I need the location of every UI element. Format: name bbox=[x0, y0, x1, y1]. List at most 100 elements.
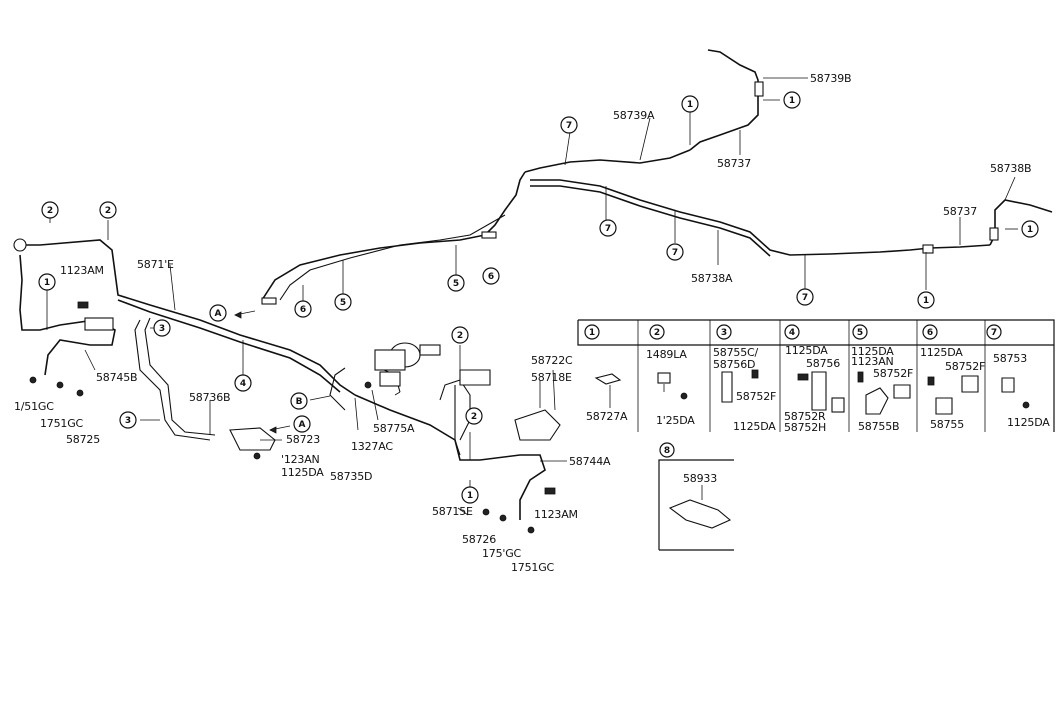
label-58736B: 58736B bbox=[189, 391, 230, 404]
col6-58752F-b: 58752F bbox=[945, 360, 985, 373]
col6-1125DA: 1125DA bbox=[920, 346, 963, 359]
col2-1489LA: 1489LA bbox=[646, 348, 687, 361]
col3-58756D: 58756D bbox=[713, 358, 755, 371]
marker-B: B bbox=[290, 392, 308, 410]
svg-text:2: 2 bbox=[105, 206, 111, 216]
svg-text:2: 2 bbox=[457, 331, 463, 341]
detail-table: 1 2 3 4 5 6 7 58727A 1489LA 1'25DA 58755… bbox=[577, 319, 1055, 434]
part-shapes bbox=[13, 81, 999, 534]
marker-3-b: 3 bbox=[119, 411, 137, 429]
label-1123AM-bottom: 1123AM bbox=[534, 508, 578, 521]
part-labels: 58739B 58739A 58737 58738B 58737 58738A … bbox=[14, 72, 1032, 574]
marker-1-a: 1 bbox=[783, 91, 801, 109]
marker-3-a: 3 bbox=[153, 319, 171, 337]
label-1751GC-c: 175'GC bbox=[482, 547, 522, 560]
marker-7-b: 7 bbox=[599, 219, 617, 237]
marker-7-a: 7 bbox=[560, 116, 578, 134]
label-58745B: 58745B bbox=[96, 371, 137, 384]
marker-A-b: A bbox=[293, 415, 311, 433]
brake-pipes bbox=[19, 49, 1053, 520]
col6-58752F-a: 58752F bbox=[873, 367, 913, 380]
svg-text:1: 1 bbox=[789, 96, 795, 106]
marker-1-b: 1 bbox=[681, 95, 699, 113]
marker-7-c: 7 bbox=[666, 243, 684, 261]
label-1125DA-left: 1125DA bbox=[281, 466, 324, 479]
label-1123AM-left: 1123AM bbox=[60, 264, 104, 277]
col4-58752R: 58752R bbox=[784, 410, 826, 423]
table-header-5: 5 bbox=[852, 324, 868, 340]
svg-text:3: 3 bbox=[721, 328, 727, 338]
svg-text:7: 7 bbox=[566, 121, 572, 131]
svg-text:7: 7 bbox=[802, 293, 808, 303]
svg-text:2: 2 bbox=[654, 328, 660, 338]
svg-text:2: 2 bbox=[47, 206, 53, 216]
svg-text:3: 3 bbox=[125, 416, 131, 426]
svg-text:2: 2 bbox=[471, 412, 477, 422]
label-58725: 58725 bbox=[66, 433, 100, 446]
label-58718E: 58718E bbox=[531, 371, 572, 384]
svg-text:5: 5 bbox=[857, 328, 863, 338]
svg-text:1: 1 bbox=[44, 278, 50, 288]
marker-2-d: 2 bbox=[465, 407, 483, 425]
label-58715E: 58715E bbox=[432, 505, 473, 518]
label-58739B: 58739B bbox=[810, 72, 851, 85]
label-58726: 58726 bbox=[462, 533, 496, 546]
svg-text:1: 1 bbox=[687, 100, 693, 110]
col3-1125DA: 1125DA bbox=[733, 420, 776, 433]
svg-text:4: 4 bbox=[240, 379, 246, 389]
col3-58752F: 58752F bbox=[736, 390, 776, 403]
svg-text:7: 7 bbox=[605, 224, 611, 234]
svg-text:7: 7 bbox=[991, 328, 997, 338]
col5-1123AN: 1123AN bbox=[851, 355, 894, 368]
detail-8-58933: 58933 bbox=[683, 472, 717, 485]
col4-58752H: 58752H bbox=[784, 421, 826, 434]
label-1751GC-a: 1/51GC bbox=[14, 400, 54, 413]
col7-58753: 58753 bbox=[993, 352, 1027, 365]
label-58735D: 58735D bbox=[330, 470, 372, 483]
marker-4: 4 bbox=[234, 374, 252, 392]
svg-text:A: A bbox=[215, 309, 222, 319]
svg-text:1: 1 bbox=[467, 491, 473, 501]
col5-1125DA: 1125DA bbox=[851, 345, 894, 358]
col3-58755C: 58755C/ bbox=[713, 346, 758, 359]
svg-text:6: 6 bbox=[488, 272, 494, 282]
label-58738A: 58738A bbox=[691, 272, 733, 285]
svg-text:3: 3 bbox=[159, 324, 165, 334]
col6-58755: 58755 bbox=[930, 418, 964, 431]
col2-1125DA: 1'25DA bbox=[656, 414, 695, 427]
svg-text:B: B bbox=[296, 397, 303, 407]
svg-text:A: A bbox=[299, 420, 306, 430]
leader-lines bbox=[46, 77, 1018, 516]
col4-58756: 58756 bbox=[806, 357, 840, 370]
table-header-3: 3 bbox=[716, 324, 732, 340]
marker-1-e: 1 bbox=[38, 273, 56, 291]
detail-8-header: 8 bbox=[659, 442, 675, 458]
svg-text:5: 5 bbox=[453, 279, 459, 289]
svg-text:4: 4 bbox=[789, 328, 795, 338]
table-header-2: 2 bbox=[649, 324, 665, 340]
label-58739A: 58739A bbox=[613, 109, 655, 122]
svg-text:5: 5 bbox=[340, 298, 346, 308]
col7-1125DA: 1125DA bbox=[1007, 416, 1050, 429]
marker-1-d: 1 bbox=[917, 291, 935, 309]
col1-58727A: 58727A bbox=[586, 410, 628, 423]
svg-text:8: 8 bbox=[664, 446, 670, 456]
col4-1125DA: 1125DA bbox=[785, 344, 828, 357]
label-58775A: 58775A bbox=[373, 422, 415, 435]
label-58744A: 58744A bbox=[569, 455, 611, 468]
marker-2-c: 2 bbox=[451, 326, 469, 344]
marker-2-b: 2 bbox=[99, 201, 117, 219]
svg-text:1: 1 bbox=[589, 328, 595, 338]
label-58737-right: 58737 bbox=[943, 205, 977, 218]
col5-58755B: 58755B bbox=[858, 420, 899, 433]
table-header-1: 1 bbox=[584, 324, 600, 340]
marker-6-b: 6 bbox=[294, 300, 312, 318]
svg-text:6: 6 bbox=[300, 305, 306, 315]
marker-A-a: A bbox=[209, 304, 227, 322]
marker-2-a: 2 bbox=[41, 201, 59, 219]
table-header-7: 7 bbox=[986, 324, 1002, 340]
svg-text:1: 1 bbox=[1027, 225, 1033, 235]
table-header-4: 4 bbox=[784, 324, 800, 340]
svg-text:6: 6 bbox=[927, 328, 933, 338]
